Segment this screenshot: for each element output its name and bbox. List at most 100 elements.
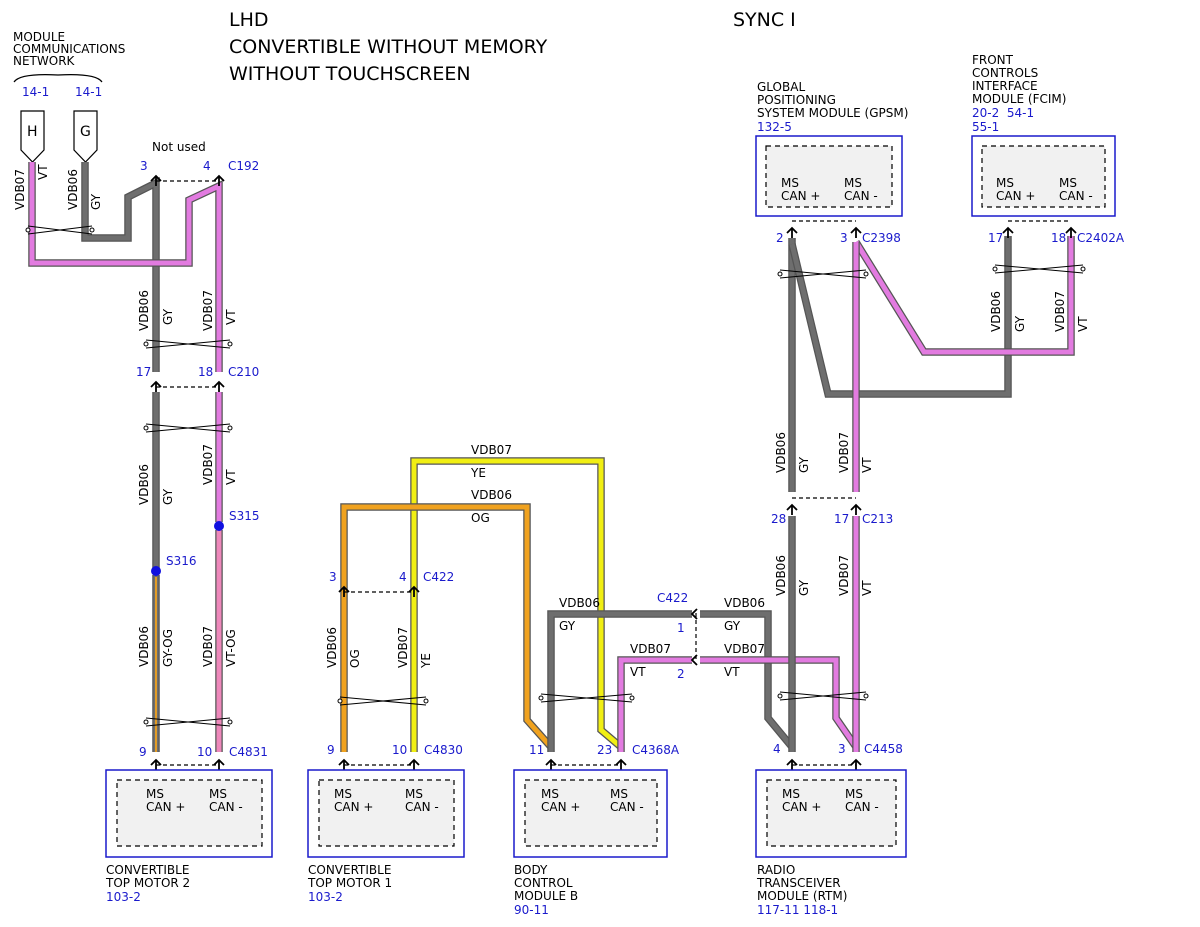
connector-c2402a[interactable]: C2402A bbox=[1077, 231, 1125, 245]
module-convertible-top-motor-2[interactable]: MS CAN + MS CAN - CONVERTIBLE TOP MOTOR … bbox=[105, 769, 273, 904]
twist-mark bbox=[992, 264, 1086, 274]
c213-pin-28: 28 bbox=[771, 512, 786, 526]
c4368a-pin-23: 23 bbox=[597, 743, 612, 757]
title-line-1: LHD bbox=[229, 9, 269, 31]
c210-pin-18: 18 bbox=[198, 365, 213, 379]
wire-label: VDB07 bbox=[724, 642, 765, 656]
pin-label: MS bbox=[844, 176, 862, 190]
c422-pin-3: 3 bbox=[329, 570, 337, 584]
module-ref-link[interactable]: 20-2 54-1 bbox=[972, 106, 1034, 120]
pin-label: MS bbox=[146, 787, 164, 801]
splice-s316-dot bbox=[151, 566, 161, 576]
wire-label: VDB06 bbox=[325, 627, 339, 668]
wires-layer bbox=[28, 162, 1075, 752]
module-name: POSITIONING bbox=[757, 93, 836, 107]
wire-label: GY bbox=[724, 619, 741, 633]
module-inner-box bbox=[765, 145, 893, 208]
wire-violet[interactable] bbox=[29, 162, 222, 372]
wire-violet[interactable] bbox=[853, 236, 1074, 355]
connector-c4831[interactable]: C4831 bbox=[229, 745, 268, 759]
c4458-pin-3: 3 bbox=[838, 742, 846, 756]
module-name: SYSTEM MODULE (GPSM) bbox=[757, 106, 908, 120]
wire-label: VDB07 bbox=[13, 169, 27, 210]
pin-label: CAN - bbox=[209, 800, 243, 814]
wire-label: VT-OG bbox=[224, 629, 238, 667]
module-convertible-top-motor-1[interactable]: MS CAN + MS CAN - CONVERTIBLE TOP MOTOR … bbox=[307, 769, 465, 904]
wire-violet[interactable] bbox=[700, 657, 859, 749]
module-name: CONTROLS bbox=[972, 66, 1038, 80]
module-communications-network: MODULE COMMUNICATIONS NETWORK 14-1 14-1 … bbox=[13, 30, 125, 163]
wire-label: GY bbox=[161, 308, 175, 325]
module-ref-link[interactable]: 103-2 bbox=[308, 890, 343, 904]
wire-label: VDB07 bbox=[630, 642, 671, 656]
twist-mark bbox=[538, 693, 635, 703]
splice-s316-label[interactable]: S316 bbox=[166, 554, 197, 568]
connector-c4368a[interactable]: C4368A bbox=[632, 743, 680, 757]
splice-s315-dot bbox=[214, 521, 224, 531]
module-ref-link[interactable]: 103-2 bbox=[106, 890, 141, 904]
pin-arrow-icon bbox=[690, 608, 698, 620]
module-fcim[interactable]: FRONT CONTROLS INTERFACE MODULE (FCIM) 2… bbox=[971, 53, 1116, 217]
pin-label: CAN - bbox=[845, 800, 879, 814]
wire-label: VDB06 bbox=[989, 291, 1003, 332]
wire-label: VT bbox=[860, 580, 874, 596]
module-gpsm[interactable]: GLOBAL POSITIONING SYSTEM MODULE (GPSM) … bbox=[755, 80, 908, 217]
module-ref-link[interactable]: 90-11 bbox=[514, 903, 549, 917]
network-label-1: MODULE bbox=[13, 30, 65, 44]
connector-c422-right[interactable]: C422 bbox=[657, 591, 688, 605]
network-ref-1[interactable]: 14-1 bbox=[22, 85, 49, 99]
module-name: INTERFACE bbox=[972, 79, 1038, 93]
wire-orange[interactable] bbox=[341, 504, 553, 749]
connector-c213[interactable]: C213 bbox=[862, 512, 893, 526]
wire-label: VDB06 bbox=[774, 432, 788, 473]
module-radio-transceiver-module[interactable]: MS CAN + MS CAN - RADIO TRANSCEIVER MODU… bbox=[755, 769, 907, 917]
module-inner-box bbox=[116, 779, 263, 847]
pin-label: CAN + bbox=[541, 800, 580, 814]
module-ref-link[interactable]: 132-5 bbox=[757, 120, 792, 134]
splice-s315-label[interactable]: S315 bbox=[229, 509, 260, 523]
c2398-pin-3: 3 bbox=[840, 231, 848, 245]
pin-label: MS bbox=[405, 787, 423, 801]
pin-label: CAN + bbox=[996, 189, 1035, 203]
wire-label: VDB06 bbox=[66, 169, 80, 210]
network-ref-2[interactable]: 14-1 bbox=[75, 85, 102, 99]
pin-label: MS bbox=[781, 176, 799, 190]
connector-labels: Not used 3 4 C192 17 18 C210 9 10 C4831 … bbox=[136, 140, 1125, 759]
wire-gray[interactable] bbox=[789, 236, 1011, 397]
diagram-title: LHD CONVERTIBLE WITHOUT MEMORY WITHOUT T… bbox=[229, 9, 796, 85]
module-body-control-module-b[interactable]: MS CAN + MS CAN - BODY CONTROL MODULE B … bbox=[513, 769, 668, 917]
connector-c2398[interactable]: C2398 bbox=[862, 231, 901, 245]
wire-gray[interactable] bbox=[82, 162, 159, 372]
c4458-pin-4: 4 bbox=[773, 742, 781, 756]
module-ref-link[interactable]: 117-11 118-1 bbox=[757, 903, 838, 917]
connector-c4830[interactable]: C4830 bbox=[424, 743, 463, 757]
wire-label: VDB07 bbox=[837, 555, 851, 596]
connector-c422-upper[interactable]: C422 bbox=[423, 570, 454, 584]
pin-label: CAN + bbox=[781, 189, 820, 203]
c422-pin-1: 1 bbox=[677, 621, 685, 635]
module-name: FRONT bbox=[972, 53, 1014, 67]
wire-label: VDB06 bbox=[559, 596, 600, 610]
module-ref-link[interactable]: 55-1 bbox=[972, 120, 999, 134]
connector-c210[interactable]: C210 bbox=[228, 365, 259, 379]
connector-c4458[interactable]: C4458 bbox=[864, 742, 903, 756]
pin-label: CAN + bbox=[146, 800, 185, 814]
c192-pin-4: 4 bbox=[203, 159, 211, 173]
twist-mark bbox=[777, 269, 869, 279]
twist-mark bbox=[143, 423, 233, 433]
wire-outline bbox=[28, 162, 223, 372]
connector-c192[interactable]: C192 bbox=[228, 159, 259, 173]
wire-label: VDB06 bbox=[774, 555, 788, 596]
pin-label: CAN + bbox=[334, 800, 373, 814]
connector-h-label: H bbox=[27, 124, 38, 140]
wire-gray[interactable] bbox=[548, 611, 692, 752]
c4831-pin-9: 9 bbox=[139, 745, 147, 759]
wire-label: YE bbox=[470, 466, 486, 480]
wire-label: VDB07 bbox=[837, 432, 851, 473]
wire-violet[interactable] bbox=[618, 657, 692, 752]
wire-labels: VDB07 VT VDB06 GY VDB06 GY VDB07 VT VDB0… bbox=[13, 164, 1090, 679]
c2398-pin-2: 2 bbox=[776, 231, 784, 245]
wire-label: GY bbox=[797, 579, 811, 596]
wire-gray[interactable] bbox=[700, 611, 794, 749]
